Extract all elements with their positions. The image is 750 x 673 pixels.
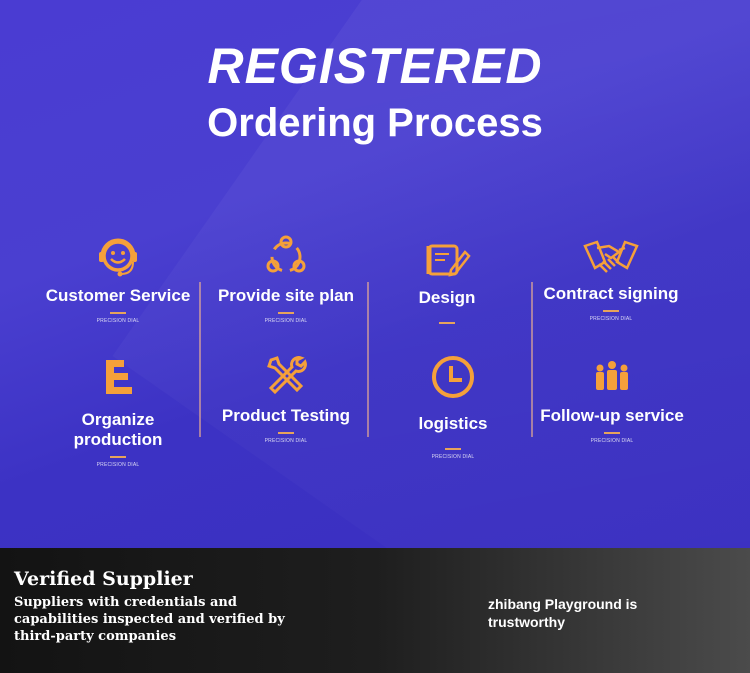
tools-icon <box>267 356 307 395</box>
step-caption: PRECISION DIAL <box>96 462 140 468</box>
step-caption: PRECISION DIAL <box>96 318 140 324</box>
step-customer-service: Customer Service PRECISION DIAL <box>38 234 198 324</box>
step-caption: PRECISION DIAL <box>589 316 633 322</box>
step-dash <box>110 312 126 314</box>
step-label: logistics <box>418 414 488 433</box>
step-label: Organize production <box>73 410 163 449</box>
step-dash <box>445 448 461 450</box>
verified-supplier-footer: Verified Supplier Suppliers with credent… <box>0 548 750 673</box>
step-contract-signing: Contract signing PRECISION DIAL <box>531 238 691 322</box>
step-caption: PRECISION DIAL <box>264 438 308 444</box>
step-dash <box>278 432 294 434</box>
page-subtitle: Ordering Process <box>207 101 543 145</box>
step-product-testing: Product Testing PRECISION DIAL <box>206 352 366 444</box>
handshake-icon <box>583 240 639 273</box>
step-dash <box>278 312 294 314</box>
step-follow-up-service: Follow-up service PRECISION DIAL <box>532 360 692 444</box>
process-banner: REGISTERED Ordering Process Customer Ser… <box>0 0 750 548</box>
blueprint-pencil-icon <box>426 244 471 277</box>
share-cycle-icon <box>266 235 306 273</box>
footer-title: Verified Supplier <box>14 568 193 590</box>
step-label: Provide site plan <box>217 286 355 305</box>
footer-description: Suppliers with credentials and capabilit… <box>14 595 285 644</box>
step-logistics: logistics PRECISION DIAL <box>373 354 533 460</box>
step-organize-production: Organize production PRECISION DIAL <box>38 356 198 468</box>
step-label: Product Testing <box>221 406 351 425</box>
step-design: Design <box>367 240 527 328</box>
team-icon <box>596 361 628 390</box>
column-divider <box>199 282 201 437</box>
step-label: Follow-up service <box>540 406 684 425</box>
step-dash <box>439 322 455 324</box>
column-divider <box>367 282 369 437</box>
step-caption: PRECISION DIAL <box>431 454 475 460</box>
step-label: Customer Service <box>45 286 191 305</box>
step-dash <box>604 432 620 434</box>
step-provide-site-plan: Provide site plan PRECISION DIAL <box>206 234 366 324</box>
step-caption: PRECISION DIAL <box>590 438 634 444</box>
step-caption: PRECISION DIAL <box>264 318 308 324</box>
clock-icon <box>432 356 474 398</box>
step-label: Design <box>418 288 476 307</box>
hierarchy-icon <box>106 360 132 394</box>
footer-trust-text: zhibang Playground is trustworthy <box>488 596 638 630</box>
headset-smile-icon <box>99 238 137 277</box>
step-dash <box>110 456 126 458</box>
page-title: REGISTERED <box>207 38 543 94</box>
step-label: Contract signing <box>543 284 679 303</box>
step-dash <box>603 310 619 312</box>
column-divider <box>531 282 533 437</box>
